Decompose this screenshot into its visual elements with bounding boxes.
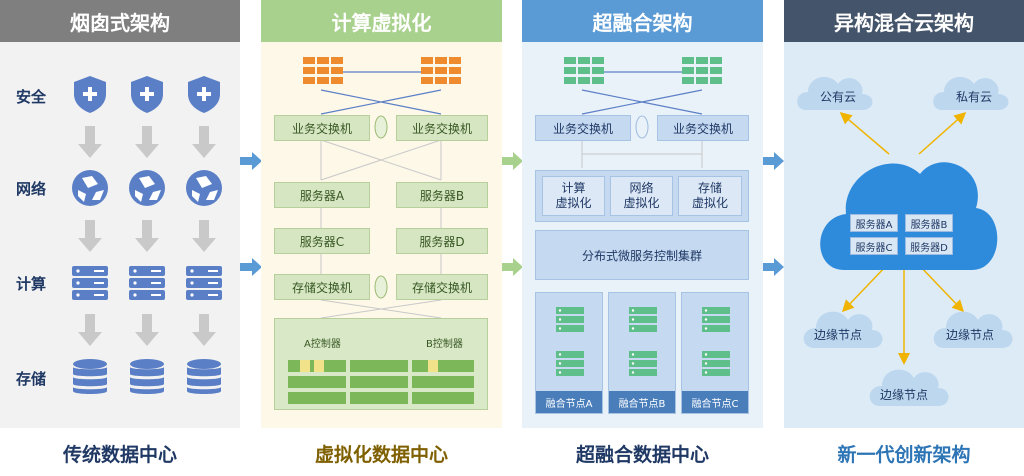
- converged-node-c: 融合节点C: [681, 292, 749, 414]
- down-arrow-icon: [135, 314, 159, 346]
- converged-node-b: 融合节点B: [608, 292, 676, 414]
- network-globe-icon: [186, 170, 222, 206]
- database-icon: [187, 359, 221, 394]
- traditional-panel: 烟囱式架构: [0, 0, 240, 428]
- virtualized-header: 计算虚拟化: [261, 0, 502, 42]
- edge-node-bottom: 边缘节点: [879, 388, 928, 402]
- server-rack-icon: [629, 307, 657, 376]
- row-label-security: 安全: [16, 88, 47, 106]
- network-virtualization: 网络 虚拟化: [610, 176, 673, 216]
- server-rack-icon: [129, 266, 165, 300]
- business-switch-left: 业务交换机: [274, 115, 370, 141]
- server-rack-icon: [186, 266, 222, 300]
- server-d-box: 服务器D: [396, 228, 488, 254]
- down-arrow-icon: [192, 220, 216, 252]
- server-c-box: 服务器C: [274, 228, 370, 254]
- right-arrow-icon: [762, 152, 784, 170]
- down-arrow-icon: [78, 126, 102, 158]
- server-rack-icon: [556, 307, 584, 376]
- shield-plus-icon: [74, 76, 106, 113]
- database-icon: [130, 359, 164, 394]
- private-cloud-label: 私有云: [955, 90, 992, 104]
- business-switch-right: 业务交换机: [396, 115, 488, 141]
- node-b-label: 融合节点B: [609, 391, 675, 413]
- cloud-server-c: 服务器C: [850, 237, 898, 255]
- compute-virtualization: 计算 虚拟化: [542, 176, 605, 216]
- edge-node-right: 边缘节点: [945, 328, 994, 342]
- hyperconverged-footer: 超融合数据中心: [575, 443, 709, 466]
- storage-switch-right: 存储交换机: [396, 274, 488, 300]
- public-cloud-label: 公有云: [819, 90, 856, 104]
- virtualized-footer: 虚拟化数据中心: [314, 443, 448, 466]
- row-label-network: 网络: [16, 180, 47, 198]
- converged-node-a: 融合节点A: [535, 292, 603, 414]
- row-label-storage: 存储: [16, 370, 47, 388]
- microservice-cluster: 分布式微服务控制集群: [535, 230, 749, 280]
- node-c-label: 融合节点C: [682, 391, 748, 413]
- hyperconverged-connectors: [564, 57, 722, 168]
- storage-switch-left: 存储交换机: [274, 274, 370, 300]
- down-arrow-icon: [192, 314, 216, 346]
- cloud-server-b: 服务器B: [905, 214, 953, 232]
- storage-virtualization: 存储 虚拟化: [678, 176, 742, 216]
- traditional-footer: 传统数据中心: [62, 443, 177, 466]
- controller-a-label: A控制器: [304, 339, 341, 350]
- hyperconverged-header: 超融合架构: [522, 0, 763, 42]
- hybrid-header: 异构混合云架构: [784, 0, 1024, 42]
- cloud-server-d: 服务器D: [905, 237, 953, 255]
- right-arrow-icon: [762, 258, 784, 276]
- controller-b-label: B控制器: [426, 339, 463, 350]
- right-arrow-icon: [501, 152, 523, 170]
- edge-node-left: 边缘节点: [813, 328, 862, 342]
- node-a-label: 融合节点A: [536, 391, 602, 413]
- right-arrow-icon: [240, 258, 262, 276]
- hybrid-footer: 新一代创新架构: [837, 443, 971, 466]
- server-a-box: 服务器A: [274, 182, 370, 208]
- down-arrow-icon: [78, 220, 102, 252]
- down-arrow-icon: [192, 126, 216, 158]
- shield-plus-icon: [188, 76, 220, 113]
- row-label-compute: 计算: [16, 275, 47, 293]
- server-b-box: 服务器B: [396, 182, 488, 208]
- shield-plus-icon: [131, 76, 163, 113]
- right-arrow-icon: [240, 152, 262, 170]
- down-arrow-icon: [78, 314, 102, 346]
- traditional-header: 烟囱式架构: [0, 0, 240, 42]
- hc-business-switch-right: 业务交换机: [657, 115, 749, 141]
- hc-business-switch-left: 业务交换机: [535, 115, 631, 141]
- cloud-server-a: 服务器A: [850, 214, 898, 232]
- down-arrow-icon: [135, 220, 159, 252]
- server-rack-icon: [702, 307, 730, 376]
- right-arrow-icon: [501, 258, 523, 276]
- network-globe-icon: [129, 170, 165, 206]
- network-globe-icon: [72, 170, 108, 206]
- down-arrow-icon: [135, 126, 159, 158]
- disk-shelf: [288, 360, 474, 404]
- virtualized-connectors: [303, 57, 461, 319]
- server-rack-icon: [72, 266, 108, 300]
- database-icon: [73, 359, 107, 394]
